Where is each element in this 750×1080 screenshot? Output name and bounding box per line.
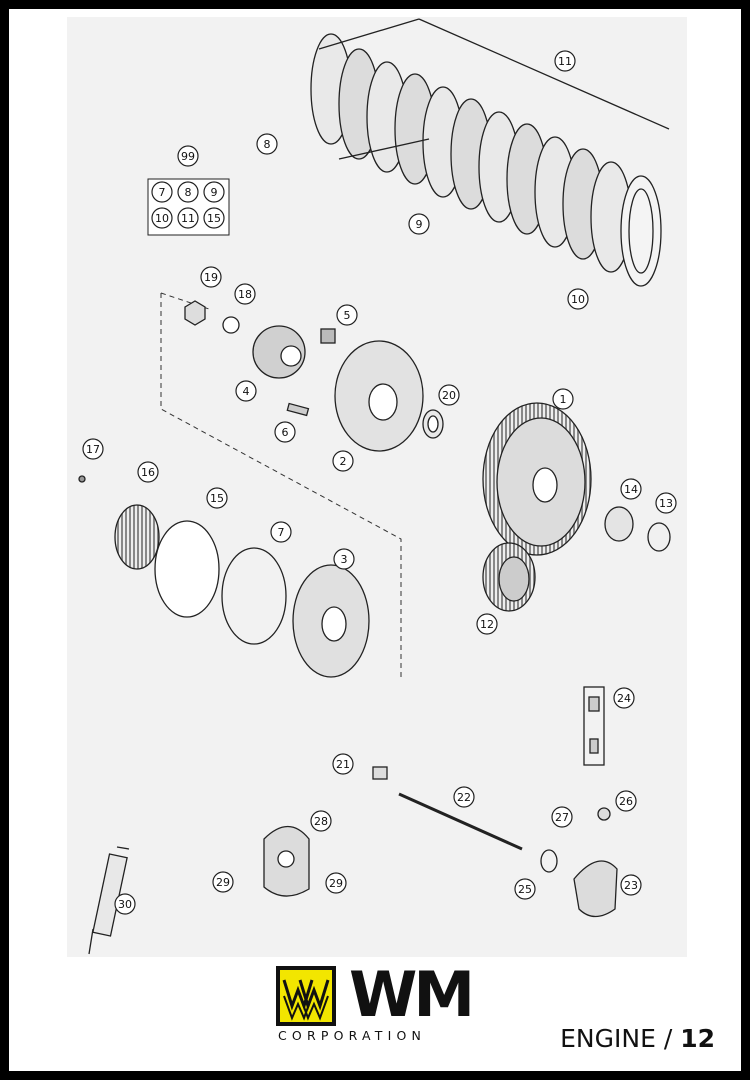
callout-17: 17 [82, 438, 104, 460]
callout-4: 4 [235, 380, 257, 402]
callout-label: 9 [416, 218, 423, 231]
kit-item-15: 15 [203, 207, 225, 229]
callout-label: 1 [560, 393, 567, 406]
kit-grid-layer: 7 8 9 10 11 15 [151, 181, 225, 229]
callout-label: 13 [659, 497, 673, 510]
clutch-hub-parts [184, 300, 444, 452]
callout-label: 29 [216, 876, 230, 889]
callout-label: 15 [210, 492, 224, 505]
washer-parts [78, 475, 370, 678]
kit-item-11: 11 [177, 207, 199, 229]
callout-19: 19 [200, 266, 222, 288]
callout-label: 19 [204, 271, 218, 284]
callout-23: 23 [620, 874, 642, 896]
callout-label: 16 [141, 466, 155, 479]
kit-item-label: 11 [181, 212, 195, 225]
callout-25: 25 [514, 878, 536, 900]
kit-item-10: 10 [151, 207, 173, 229]
callout-3: 3 [333, 548, 355, 570]
callout-label: 3 [341, 553, 348, 566]
callout-13: 13 [655, 492, 677, 514]
section-name: ENGINE / [560, 1024, 673, 1053]
callout-label: 5 [344, 309, 351, 322]
section-label: ENGINE / 12 [560, 1024, 715, 1053]
callout-label: 14 [624, 483, 638, 496]
kit-item-label: 7 [159, 186, 166, 199]
callout-label: 24 [617, 692, 631, 705]
callout-label: 8 [264, 138, 271, 151]
callout-label: 11 [558, 55, 572, 68]
callout-label: 18 [238, 288, 252, 301]
callout-label: 23 [624, 879, 638, 892]
callout-label: 21 [336, 758, 350, 771]
callout-label: 30 [118, 898, 132, 911]
callout-label: 7 [278, 526, 285, 539]
callout-label: 17 [86, 443, 100, 456]
callout-label: 28 [314, 815, 328, 828]
callout-22: 22 [453, 786, 475, 808]
callout-label: 12 [480, 618, 494, 631]
callout-label: 99 [181, 150, 195, 163]
callout-99: 99 [177, 145, 199, 167]
callout-15: 15 [206, 487, 228, 509]
callout-26: 26 [615, 790, 637, 812]
assembly-dashed-outline [160, 292, 402, 679]
brand-subtitle: CORPORATION [278, 1028, 427, 1043]
callout-20: 20 [438, 384, 460, 406]
kit-item-7: 7 [151, 181, 173, 203]
callout-5: 5 [336, 304, 358, 326]
wm-logo: WM CORPORATION [274, 964, 484, 1044]
clutch-plate-stack [310, 18, 670, 287]
callout-28: 28 [310, 810, 332, 832]
brand-wordmark: WM [349, 958, 475, 1031]
callout-8: 8 [256, 133, 278, 155]
callout-label: 4 [243, 385, 250, 398]
callout-label: 27 [555, 811, 569, 824]
page-number: 12 [680, 1024, 715, 1053]
callout-label: 20 [442, 389, 456, 402]
callout-6: 6 [274, 421, 296, 443]
callout-27: 27 [551, 806, 573, 828]
callout-21: 21 [332, 753, 354, 775]
kit-item-label: 10 [155, 212, 169, 225]
primary-gear [482, 402, 671, 612]
kit-item-8: 8 [177, 181, 199, 203]
callout-9: 9 [408, 213, 430, 235]
kit-item-label: 8 [185, 186, 192, 199]
callout-14: 14 [620, 478, 642, 500]
callout-10: 10 [567, 288, 589, 310]
callout-29: 29 [212, 871, 234, 893]
callout-2: 2 [332, 450, 354, 472]
callout-label: 29 [329, 877, 343, 890]
callout-16: 16 [137, 461, 159, 483]
callout-11: 11 [554, 50, 576, 72]
callout-29: 29 [325, 872, 347, 894]
callout-30: 30 [114, 893, 136, 915]
callout-label: 10 [571, 293, 585, 306]
callout-12: 12 [476, 613, 498, 635]
callout-label: 22 [457, 791, 471, 804]
callout-label: 6 [282, 426, 289, 439]
callout-18: 18 [234, 283, 256, 305]
kit-item-label: 9 [211, 186, 218, 199]
callout-24: 24 [613, 687, 635, 709]
callout-label: 2 [340, 455, 347, 468]
callout-1: 1 [552, 388, 574, 410]
kit-item-9: 9 [203, 181, 225, 203]
callout-7: 7 [270, 521, 292, 543]
logo-emblem-icon [276, 966, 336, 1026]
kit-item-label: 15 [207, 212, 221, 225]
slave-cylinder-parts [263, 686, 618, 918]
callout-label: 26 [619, 795, 633, 808]
callout-label: 25 [518, 883, 532, 896]
